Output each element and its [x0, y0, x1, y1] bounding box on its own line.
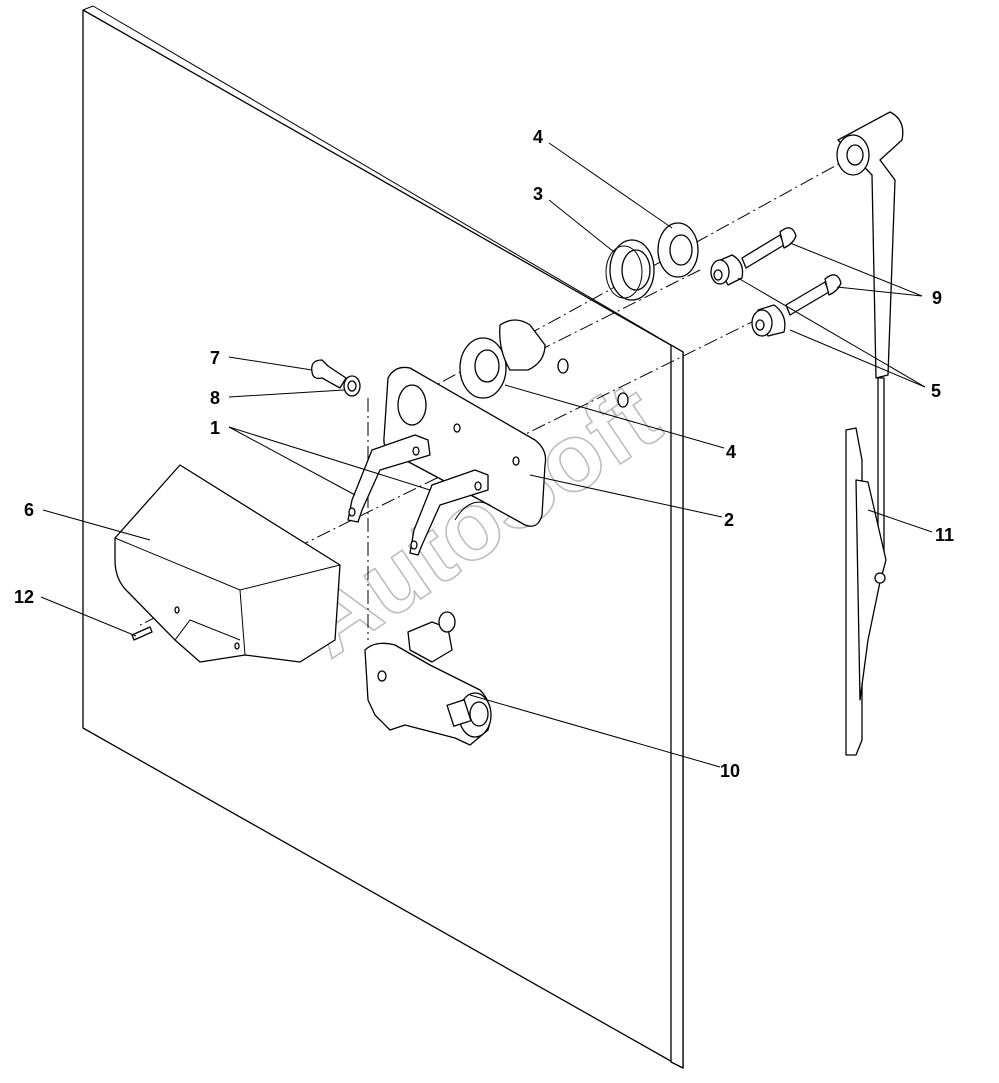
bracket-lower [409, 469, 489, 556]
spacer-lower [751, 304, 786, 337]
spacer-upper [710, 254, 744, 286]
wiper-arm [836, 111, 904, 559]
wiper-motor [364, 611, 492, 746]
washer-upper [657, 222, 699, 278]
callout-label: 3 [533, 184, 543, 204]
callout-label: 11 [935, 525, 954, 545]
screw-upper [741, 227, 797, 269]
seal-lower [459, 319, 546, 399]
callout-label: 1 [210, 418, 220, 438]
callout-label: 2 [724, 510, 734, 530]
callout-label: 4 [726, 442, 736, 462]
callout-labels: 4 3 9 5 7 8 1 4 2 6 11 12 10 [14, 127, 954, 781]
callout-label: 6 [24, 500, 34, 520]
door-hole [557, 358, 569, 374]
door-panel [82, 5, 684, 1069]
callout-label: 10 [720, 761, 740, 781]
bracket-upper [347, 434, 431, 523]
callout-label: 8 [210, 388, 220, 408]
small-screw [131, 626, 153, 641]
callout-label: 4 [533, 127, 543, 147]
screw-lower [785, 274, 842, 316]
bolt [311, 359, 361, 397]
callout-label: 5 [931, 381, 941, 401]
mounting-plate [383, 366, 547, 527]
motor-cover [114, 464, 341, 663]
callout-label: 7 [210, 348, 220, 368]
grommet [605, 239, 655, 301]
wiper-blade [845, 427, 887, 756]
leader-lines [40, 142, 933, 768]
callout-label: 9 [932, 288, 942, 308]
callout-label: 12 [14, 587, 34, 607]
door-hole [617, 392, 629, 408]
